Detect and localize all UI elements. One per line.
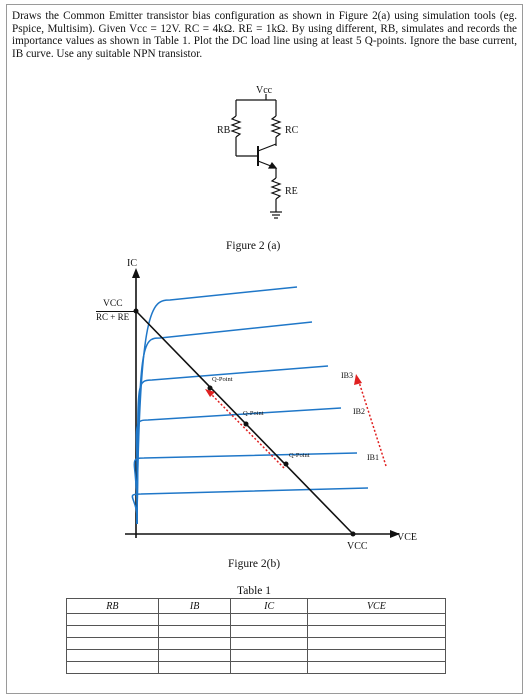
qpoint-label-lower: Q-Point xyxy=(289,452,310,459)
ib2-label: IB2 xyxy=(353,407,365,416)
ic-axis-label: IC xyxy=(127,258,137,269)
table-cell[interactable] xyxy=(306,637,447,650)
table-row xyxy=(66,649,447,662)
table-cell[interactable] xyxy=(230,613,308,626)
table-cell[interactable] xyxy=(66,613,159,626)
figure-2a-caption: Figure 2 (a) xyxy=(226,240,281,252)
qpoint-label-middle: Q-Point xyxy=(243,410,264,417)
figure-2b-caption: Figure 2(b) xyxy=(228,558,281,570)
table-cell[interactable] xyxy=(66,625,159,638)
table-cell[interactable] xyxy=(306,613,447,626)
ib3-label: IB3 xyxy=(341,371,353,380)
table-cell[interactable] xyxy=(66,637,159,650)
load-line-bottom-point xyxy=(350,531,356,537)
vcc-label: Vcc xyxy=(256,85,273,96)
header-vce: VCE xyxy=(306,598,447,614)
ib-curve xyxy=(136,286,298,525)
circuit-diagram xyxy=(230,94,282,219)
table-cell[interactable] xyxy=(230,661,308,674)
qpoint-label-upper: Q-Point xyxy=(212,376,233,383)
vcc-axis-label: VCC xyxy=(347,541,368,552)
header-ib: IB xyxy=(157,598,232,614)
vce-axis-arrow xyxy=(390,530,400,538)
question-frame xyxy=(6,4,523,694)
rb-label: RB xyxy=(217,125,231,136)
re-label: RE xyxy=(285,186,298,197)
table-row xyxy=(66,625,447,638)
header-rb: RB xyxy=(66,598,159,614)
table-cell[interactable] xyxy=(157,649,232,662)
table-header-row: RB IB IC VCE xyxy=(66,598,447,614)
header-ic: IC xyxy=(230,598,308,614)
output-characteristics-plot xyxy=(125,268,400,538)
table-cell[interactable] xyxy=(66,649,159,662)
ic-axis-arrow xyxy=(132,268,140,278)
table-cell[interactable] xyxy=(306,661,447,674)
ib-curve xyxy=(135,407,342,525)
table-title: Table 1 xyxy=(237,585,272,597)
qpoint-direction-arrowhead xyxy=(205,389,215,397)
ib-curve xyxy=(131,487,369,525)
ib-curve xyxy=(133,452,358,525)
table-row xyxy=(66,637,447,650)
vce-axis-label: VCE xyxy=(397,532,417,543)
rc-label: RC xyxy=(285,125,299,136)
q-point xyxy=(243,421,249,427)
table-cell[interactable] xyxy=(157,637,232,650)
ic-sat-numerator: VCC xyxy=(103,299,123,309)
table-row xyxy=(66,613,447,626)
results-table: RB IB IC VCE xyxy=(66,598,447,674)
table-cell[interactable] xyxy=(230,637,308,650)
q-point xyxy=(207,385,213,391)
table-cell[interactable] xyxy=(230,625,308,638)
ib-increase-arrowhead xyxy=(354,374,362,385)
table-cell[interactable] xyxy=(230,649,308,662)
ib-increase-arrow xyxy=(358,381,387,467)
table-cell[interactable] xyxy=(306,625,447,638)
load-line-top-point xyxy=(133,308,139,314)
q-point xyxy=(283,461,289,467)
table-cell[interactable] xyxy=(157,625,232,638)
ib1-label: IB1 xyxy=(367,453,379,462)
table-cell[interactable] xyxy=(157,613,232,626)
fraction-bar xyxy=(96,311,134,312)
question-text: Draws the Common Emitter transistor bias… xyxy=(12,10,517,60)
table-row xyxy=(66,661,447,674)
ic-sat-denominator: RC + RE xyxy=(96,312,130,322)
ib-curve xyxy=(136,365,329,525)
table-cell[interactable] xyxy=(66,661,159,674)
qpoint-direction-arrow xyxy=(211,394,285,469)
table-cell[interactable] xyxy=(306,649,447,662)
table-cell[interactable] xyxy=(157,661,232,674)
